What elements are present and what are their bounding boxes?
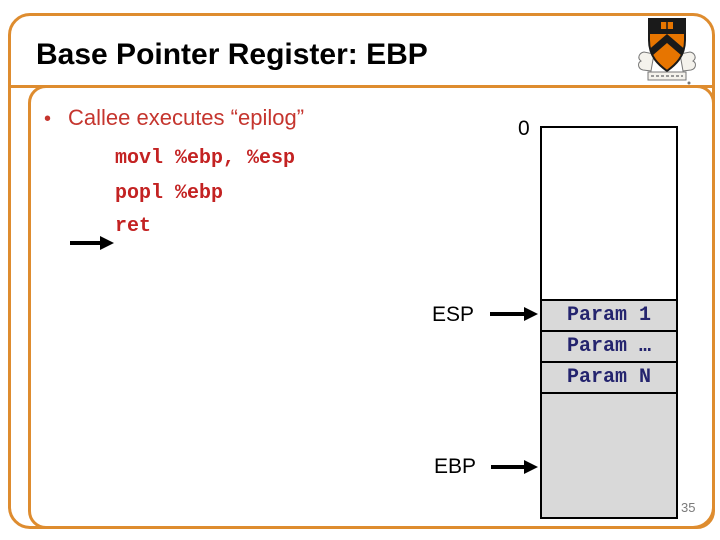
slide-page-number: 35 bbox=[681, 500, 696, 515]
ebp-register-label: EBP bbox=[434, 455, 477, 478]
ebp-pointer-arrow-icon bbox=[491, 460, 538, 479]
memory-address-zero-label: 0 bbox=[518, 117, 530, 140]
stack-cell-paramN: Param N bbox=[542, 361, 676, 392]
stack-cell-param1: Param 1 bbox=[542, 299, 676, 330]
code-line-ret: ret bbox=[115, 215, 152, 238]
bullet-item: • Callee executes “epilog” bbox=[44, 105, 304, 131]
page-title: Base Pointer Register: EBP bbox=[36, 38, 428, 71]
code-line-movl: movl %ebp, %esp bbox=[115, 147, 296, 170]
bullet-marker: • bbox=[44, 108, 52, 130]
execution-point-arrow-icon bbox=[70, 236, 114, 255]
bullet-text: Callee executes “epilog” bbox=[68, 105, 305, 130]
code-line-popl: popl %ebp bbox=[115, 182, 224, 205]
stack-cell-frame-region bbox=[542, 392, 676, 517]
content-orange-frame bbox=[28, 85, 715, 529]
stack-cell-param-ellipsis: Param … bbox=[542, 330, 676, 361]
princeton-crest-icon bbox=[634, 10, 700, 95]
stack-memory-box: Param 1 Param … Param N bbox=[540, 126, 678, 519]
esp-register-label: ESP bbox=[432, 303, 475, 326]
esp-pointer-arrow-icon bbox=[490, 307, 538, 326]
